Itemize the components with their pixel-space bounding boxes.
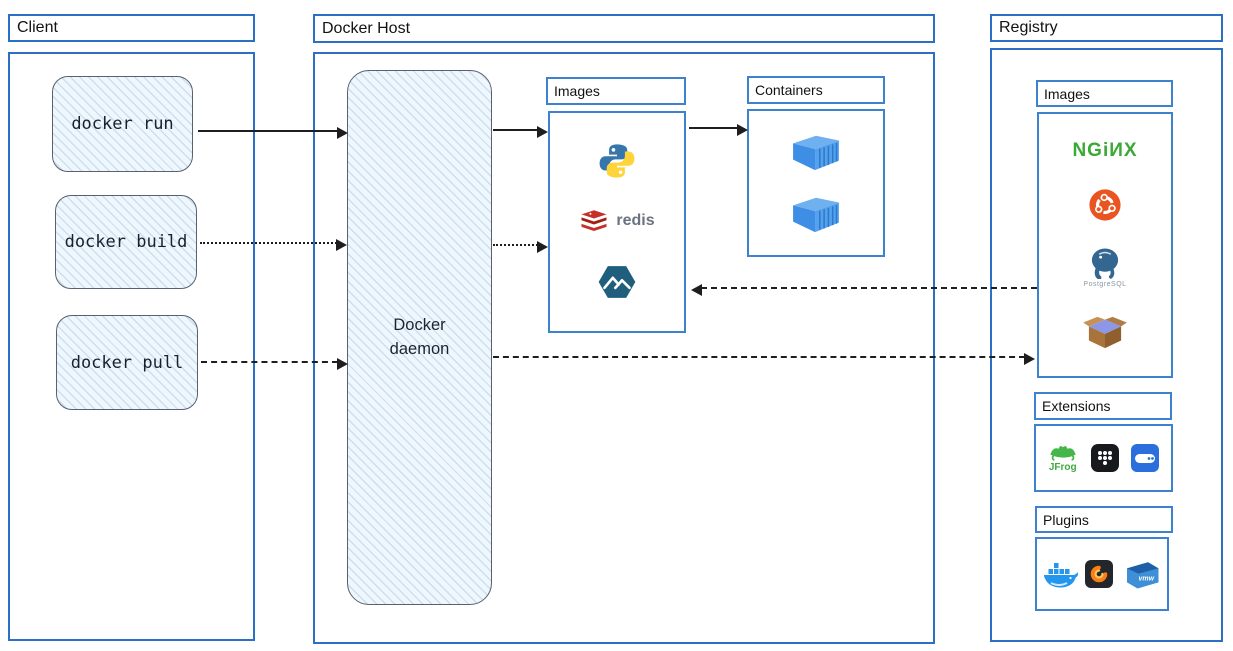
arrow-run-to-daemon	[198, 127, 348, 139]
docker-host-section-title: Docker Host	[313, 14, 935, 43]
redis-icon: redis	[579, 209, 655, 234]
arrow-daemon-to-registry	[493, 353, 1035, 365]
nginx-wordmark: NGiИX	[1072, 139, 1138, 161]
host-images-panel-title: Images	[546, 77, 686, 105]
redis-label: redis	[616, 212, 655, 229]
containers-panel-title: Containers	[747, 76, 885, 104]
docker-build-box: docker build	[55, 195, 197, 289]
host-images-title-label: Images	[554, 83, 600, 99]
ubuntu-icon	[1088, 188, 1122, 222]
vmware-label: vmw	[1138, 575, 1154, 582]
docker-daemon-label: Docker daemon	[389, 316, 450, 358]
container-icon	[787, 131, 845, 173]
registry-title-label: Registry	[999, 19, 1058, 36]
registry-images-title-label: Images	[1044, 85, 1090, 102]
postgresql-icon: PostgreSQL	[1083, 247, 1126, 288]
client-title-label: Client	[17, 19, 58, 36]
alpine-icon	[597, 262, 637, 302]
grafana-icon	[1084, 559, 1114, 589]
app-grid-icon	[1090, 443, 1120, 473]
extensions-panel-body: JFrog	[1034, 424, 1173, 492]
drive-icon	[1130, 443, 1160, 473]
arrow-images-to-containers	[689, 124, 748, 136]
postgresql-label: PostgreSQL	[1083, 281, 1127, 289]
docker-host-title-label: Docker Host	[322, 19, 411, 37]
arrow-build-to-daemon	[200, 239, 347, 251]
container-icon	[787, 193, 845, 235]
arrow-registry-to-host-images	[691, 284, 1037, 296]
arrow-daemon-to-images-build	[493, 241, 548, 253]
docker-pull-box: docker pull	[56, 315, 198, 410]
docker-run-label: docker run	[71, 114, 174, 134]
host-images-panel-body: redis	[548, 111, 686, 333]
vmware-icon: vmw	[1120, 559, 1162, 590]
extensions-panel-title: Extensions	[1034, 392, 1172, 420]
docker-whale-icon	[1043, 561, 1079, 588]
box-icon	[1081, 314, 1129, 350]
docker-daemon-box: Docker daemon	[347, 70, 492, 605]
containers-panel-body	[747, 109, 885, 257]
jfrog-icon: JFrog	[1047, 443, 1079, 473]
python-icon	[598, 142, 636, 180]
extensions-title-label: Extensions	[1042, 398, 1111, 414]
docker-build-label: docker build	[64, 232, 188, 252]
registry-images-panel-title: Images	[1036, 80, 1173, 107]
jfrog-label: JFrog	[1048, 462, 1077, 473]
plugins-panel-body: vmw	[1035, 537, 1169, 611]
arrow-pull-to-daemon	[201, 358, 348, 370]
registry-section-title: Registry	[990, 14, 1223, 42]
docker-run-box: docker run	[52, 76, 193, 172]
registry-images-panel-body: NGiИX PostgreSQL	[1037, 112, 1173, 378]
plugins-panel-title: Plugins	[1035, 506, 1173, 533]
nginx-icon: NGiИX	[1072, 140, 1137, 162]
arrow-daemon-to-images-run	[493, 126, 548, 138]
containers-title-label: Containers	[755, 82, 823, 98]
plugins-title-label: Plugins	[1043, 511, 1089, 528]
client-section-title: Client	[8, 14, 255, 42]
docker-pull-label: docker pull	[70, 352, 184, 373]
